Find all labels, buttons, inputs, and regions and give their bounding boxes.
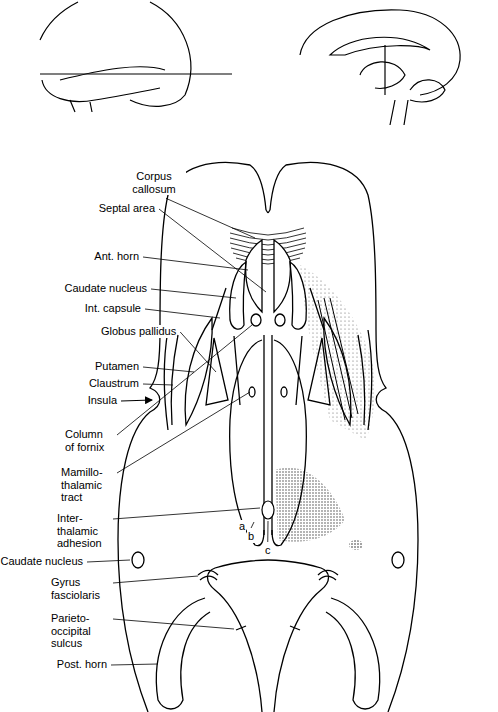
part-label: Column of fornix	[64, 428, 114, 453]
insula-surface	[164, 330, 168, 430]
parieto-occipital-sulcus	[236, 626, 246, 630]
caudate-head	[230, 262, 246, 329]
part-label: Inter- thalamic adhesion	[56, 512, 110, 550]
stipple-shading	[349, 540, 363, 550]
sagittal-view-sketch	[390, 100, 408, 125]
claustrum	[171, 335, 178, 425]
callout-letter: a	[238, 520, 246, 533]
sagittal-view-sketch	[360, 62, 405, 89]
lateral-view-sketch	[130, 2, 191, 106]
sagittal-view-sketch	[384, 45, 385, 95]
hemisphere-half	[118, 163, 268, 712]
interthalamic-adhesion	[262, 501, 274, 519]
thalamus-outline	[230, 340, 264, 546]
part-label: Claustrum	[88, 377, 140, 390]
part-label: Septal area	[98, 202, 156, 215]
leader-line	[143, 257, 248, 270]
hemisphere-half-mirror	[268, 163, 418, 712]
leader-line	[143, 367, 194, 372]
midline-gap	[208, 560, 269, 712]
lateral-view-sketch	[42, 80, 160, 102]
leader-line	[113, 576, 198, 583]
section-plane-line	[40, 73, 232, 74]
part-label: Mamillo- thalamic tract	[60, 466, 114, 504]
part-label: Ant. horn	[93, 250, 140, 263]
leader-line	[111, 664, 158, 665]
sagittal-view-sketch	[330, 37, 430, 55]
part-label: Caudate nucleus	[63, 282, 148, 295]
lateral-view-sketch	[70, 100, 92, 112]
sagittal-view-sketch	[300, 10, 460, 95]
caudate-tail	[132, 552, 144, 568]
fornix-column	[251, 314, 261, 326]
globus-pallidus	[206, 338, 228, 405]
stipple-shading	[275, 467, 345, 541]
part-label: Globus pallidus	[100, 325, 177, 338]
lateral-view-sketch	[40, 2, 78, 40]
leader-line	[87, 560, 130, 562]
callout-letter: b	[247, 530, 255, 543]
posterior-horn	[156, 598, 210, 709]
leader-line	[251, 522, 254, 528]
lateral-view-sketch	[60, 67, 165, 80]
leader-line	[113, 619, 234, 629]
part-label: Insula	[87, 394, 118, 407]
anterior-horn	[246, 240, 262, 312]
part-label: Gyrus fasciolaris	[50, 576, 110, 601]
leader-line	[180, 332, 216, 372]
sagittal-view-sketch	[410, 80, 445, 102]
part-label: Putamen	[94, 360, 140, 373]
leader-line	[267, 521, 268, 542]
brain-outline	[118, 163, 266, 712]
leader-line	[143, 384, 173, 385]
leader-line	[159, 209, 266, 292]
part-label: Caudate nucleus	[0, 555, 84, 568]
callout-letter: c	[264, 544, 272, 557]
gyrus-fasciolaris-mark	[198, 571, 218, 581]
leader-line	[117, 392, 250, 473]
part-label: Corpus callosum	[122, 170, 186, 195]
part-label: Parieto- occipital sulcus	[50, 612, 110, 650]
leader-line	[151, 289, 236, 298]
part-label: Post. horn	[56, 658, 108, 671]
leader-line	[166, 198, 255, 238]
leader-line	[145, 309, 220, 318]
pointer-arrow	[121, 400, 152, 401]
leader-line	[113, 508, 260, 519]
part-label: Int. capsule	[84, 302, 142, 315]
